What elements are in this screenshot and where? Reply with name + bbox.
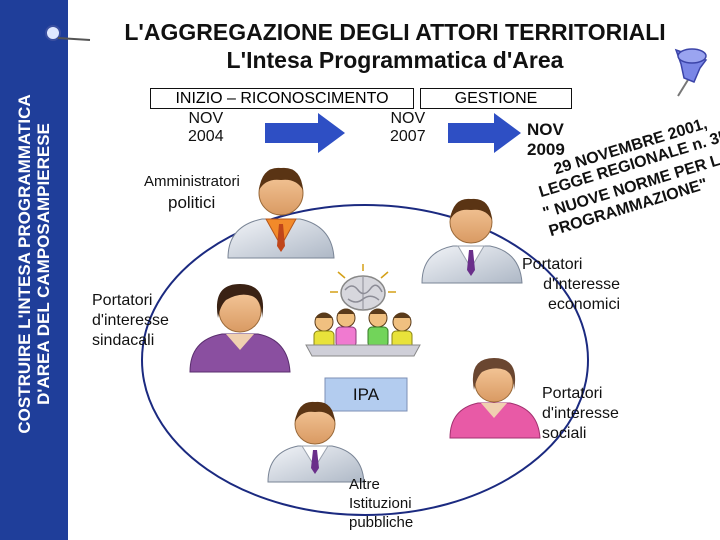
actor-amministratori-line1: Amministratori xyxy=(144,173,240,190)
pushpin-icon xyxy=(674,48,708,97)
actor-istituzioni-label: Altre Istituzioni pubbliche xyxy=(349,475,413,532)
person-icon xyxy=(449,358,541,439)
end-date: NOV 2007 xyxy=(390,110,426,146)
phase-start-label: INIZIO – RICONOSCIMENTO xyxy=(150,88,414,109)
actor-sociali-line2: d'interesse xyxy=(542,405,619,422)
actor-economici-line3: economici xyxy=(547,296,620,313)
timeline-arrow-1 xyxy=(265,113,345,153)
meeting-people-icon xyxy=(305,308,421,357)
timeline-arrow-2 xyxy=(448,113,521,153)
end-year: 2007 xyxy=(390,128,426,145)
actor-istituzioni-line3: pubbliche xyxy=(349,514,414,531)
actor-sindacali-label: Portatori d'interesse sindacali xyxy=(92,291,169,351)
actor-sindacali-line2: d'interesse xyxy=(92,312,169,329)
page-subtitle: L'Intesa Programmatica d'Area xyxy=(226,47,564,73)
next-month: NOV xyxy=(527,120,564,139)
ipa-label: IPA xyxy=(352,385,380,404)
next-date: NOV 2009 xyxy=(527,120,565,160)
actor-economici-line2: d'interesse xyxy=(543,276,620,293)
actor-sociali-label: Portatori d'interesse sociali xyxy=(542,384,619,444)
page-title-line1: L'AGGREGAZIONE DEGLI ATTORI TERRITORIALI xyxy=(124,19,666,45)
actors-ring xyxy=(141,204,589,516)
brain-icon xyxy=(330,264,396,311)
actor-istituzioni-line2: Istituzioni xyxy=(349,495,412,512)
actor-sindacali-line3: sindacali xyxy=(92,332,155,349)
person-icon xyxy=(227,167,335,259)
actor-sociali-line1: Portatori xyxy=(542,385,603,402)
actor-istituzioni-line1: Altre xyxy=(349,476,380,493)
start-month: NOV xyxy=(188,110,224,127)
ipa-box xyxy=(324,377,408,412)
sidebar: COSTRUIRE L'INTESA PROGRAMMATICA D'AREA … xyxy=(0,0,68,540)
actor-economici-line1: Portatori xyxy=(522,256,583,273)
magnifier-icon xyxy=(45,25,91,41)
phase-management-label: GESTIONE xyxy=(420,88,572,109)
person-icon xyxy=(267,401,365,483)
actor-economici-label: Portatori d'interesse economici xyxy=(522,255,620,315)
actor-amministratori-label: Amministratori politici xyxy=(144,171,240,213)
person-icon xyxy=(189,284,291,373)
end-month: NOV xyxy=(390,110,426,127)
actor-amministratori-line2: politici xyxy=(168,193,216,212)
page-title: L'AGGREGAZIONE DEGLI ATTORI TERRITORIALI… xyxy=(70,18,720,74)
actor-sociali-line3: sociali xyxy=(542,425,587,442)
start-date: NOV 2004 xyxy=(188,110,224,146)
start-year: 2004 xyxy=(188,128,224,145)
person-icon xyxy=(421,198,523,284)
actor-sindacali-line1: Portatori xyxy=(92,292,153,309)
next-year: 2009 xyxy=(527,140,565,159)
